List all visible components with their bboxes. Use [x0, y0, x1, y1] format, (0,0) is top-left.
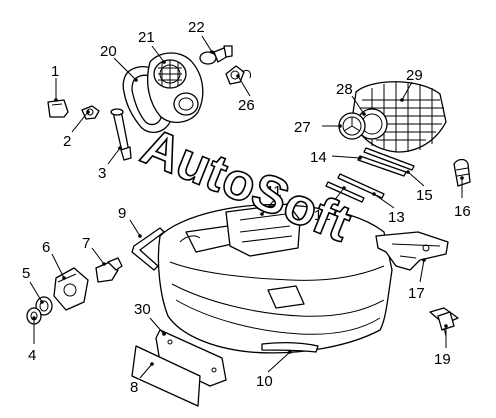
leader-dots [32, 50, 464, 366]
callout-16: 16 [454, 203, 471, 220]
part-6-pump [53, 267, 89, 311]
callout-10: 10 [256, 373, 273, 390]
part-2-clip [81, 105, 100, 120]
part-22-bulb [199, 45, 233, 65]
callout-29: 29 [406, 67, 423, 84]
callout-1: 1 [51, 63, 59, 80]
callout-21: 21 [138, 29, 155, 46]
callout-27: 27 [294, 119, 311, 136]
part-1-bracket [47, 99, 69, 118]
callout-6: 6 [42, 239, 50, 256]
part-5-oring [35, 296, 53, 316]
part-9-trim [131, 227, 165, 271]
part-30-plate-bracket [155, 329, 227, 387]
callout-15: 15 [416, 187, 433, 204]
callout-20: 20 [100, 43, 117, 60]
callout-5: 5 [22, 265, 30, 282]
part-17-bracket [375, 231, 449, 271]
part-11-support [225, 203, 301, 257]
part-10-bumper [157, 204, 393, 354]
part-21-fog-lamp [146, 52, 204, 123]
callout-28: 28 [336, 81, 353, 98]
leader-lines [29, 35, 463, 379]
part-3-pin [110, 108, 132, 161]
callout-19: 19 [434, 351, 451, 368]
part-19-rivet [429, 307, 459, 337]
part-16-plug [453, 158, 471, 187]
part-28-badge-ring [356, 108, 388, 140]
callout-22: 22 [188, 19, 205, 36]
callout-9: 9 [118, 205, 126, 222]
callout-8: 8 [130, 379, 138, 396]
callout-13: 13 [388, 209, 405, 226]
callout-14: 14 [310, 149, 327, 166]
part-4-nozzle [26, 307, 42, 325]
callout-26: 26 [238, 97, 255, 114]
part-7-marker [95, 257, 123, 283]
callout-11: 11 [266, 183, 282, 200]
part-8-plate [131, 345, 201, 407]
callout-30: 30 [134, 301, 151, 318]
part-14-15-strips [357, 147, 415, 177]
part-12-13-strips [325, 173, 385, 203]
callout-12: 12 [314, 207, 331, 224]
callout-4: 4 [28, 347, 36, 364]
callout-7: 7 [82, 235, 90, 252]
callout-3: 3 [98, 165, 106, 182]
callout-labels: 1 2 3 4 5 6 7 8 9 10 11 12 13 14 15 16 1… [22, 19, 471, 396]
part-27-emblem [338, 112, 366, 140]
part-26-socket [225, 65, 251, 85]
callout-17: 17 [408, 285, 425, 302]
callout-2: 2 [63, 133, 71, 150]
